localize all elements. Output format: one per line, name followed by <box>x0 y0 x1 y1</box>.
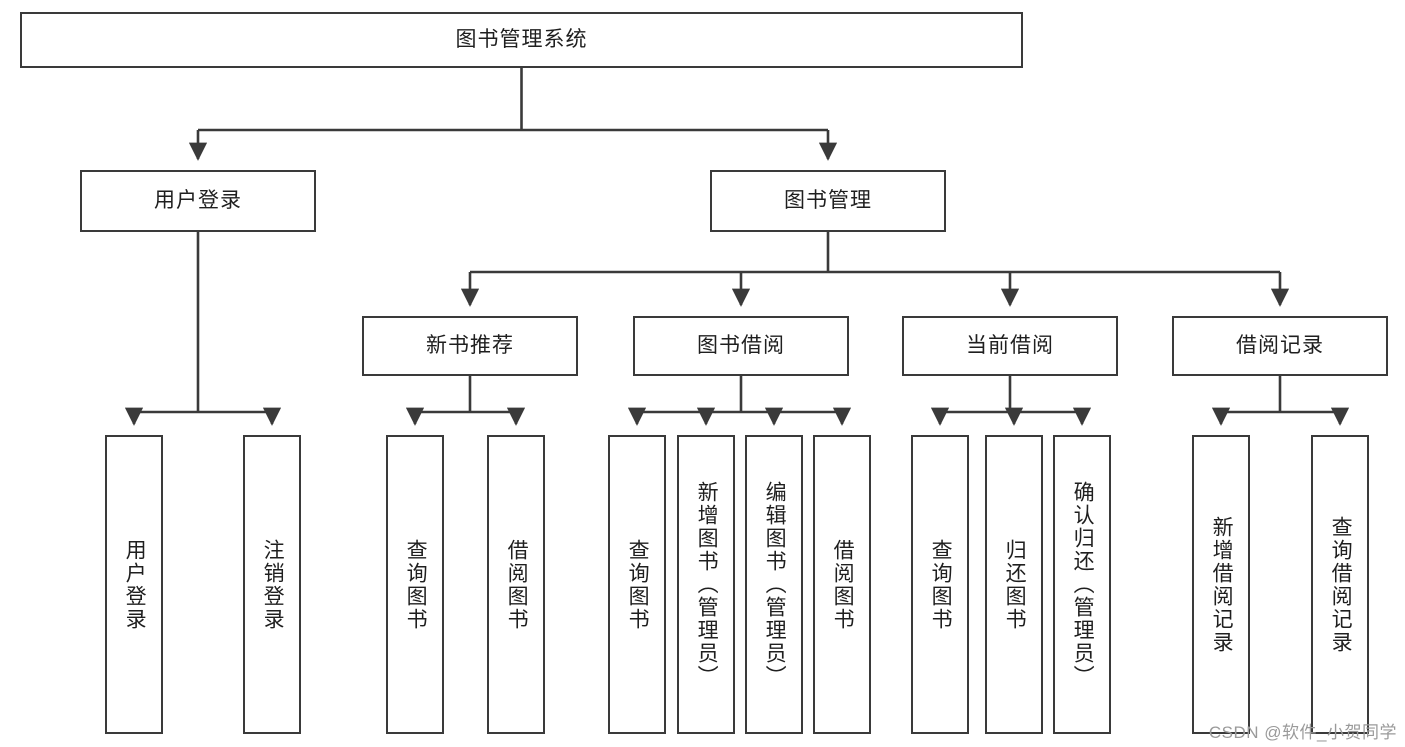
node-label: 当前借阅 <box>966 334 1054 358</box>
node-label: 图书借阅 <box>697 334 785 358</box>
node-leaf-cb-confirm[interactable]: 确认归还（管理员） <box>1053 435 1111 734</box>
node-label: 确认归还（管理员） <box>1071 481 1095 688</box>
node-root[interactable]: 图书管理系统 <box>20 12 1023 68</box>
watermark-text: CSDN @软件_小贺同学 <box>1208 723 1397 742</box>
node-label: 借阅图书 <box>831 538 855 631</box>
node-leaf-user-login[interactable]: 用户登录 <box>105 435 163 734</box>
node-label: 借阅记录 <box>1236 334 1324 358</box>
node-label: 归还图书 <box>1003 538 1027 631</box>
node-leaf-cb-return[interactable]: 归还图书 <box>985 435 1043 734</box>
node-book-borrow[interactable]: 图书借阅 <box>633 316 849 376</box>
node-new-book-recommend[interactable]: 新书推荐 <box>362 316 578 376</box>
node-label: 新增借阅记录 <box>1210 515 1234 654</box>
node-label: 查询图书 <box>404 538 428 631</box>
node-borrow-record[interactable]: 借阅记录 <box>1172 316 1388 376</box>
node-label: 注销登录 <box>261 538 285 631</box>
node-book-manage[interactable]: 图书管理 <box>710 170 946 232</box>
node-leaf-bb-borrow[interactable]: 借阅图书 <box>813 435 871 734</box>
node-label: 查询图书 <box>929 538 953 631</box>
node-leaf-br-query[interactable]: 查询借阅记录 <box>1311 435 1369 734</box>
node-leaf-bb-add[interactable]: 新增图书（管理员） <box>677 435 735 734</box>
node-label: 图书管理 <box>784 189 872 213</box>
node-leaf-bb-edit[interactable]: 编辑图书（管理员） <box>745 435 803 734</box>
node-label: 用户登录 <box>154 189 242 213</box>
node-leaf-cb-query[interactable]: 查询图书 <box>911 435 969 734</box>
node-label: 新增图书（管理员） <box>695 481 719 688</box>
node-label: 新书推荐 <box>426 334 514 358</box>
node-label: 用户登录 <box>123 538 147 631</box>
node-label: 图书管理系统 <box>455 28 588 52</box>
node-leaf-rec-borrow[interactable]: 借阅图书 <box>487 435 545 734</box>
node-leaf-br-add[interactable]: 新增借阅记录 <box>1192 435 1250 734</box>
node-label: 借阅图书 <box>505 538 529 631</box>
node-leaf-rec-query[interactable]: 查询图书 <box>386 435 444 734</box>
node-label: 查询借阅记录 <box>1329 515 1353 654</box>
node-leaf-logout[interactable]: 注销登录 <box>243 435 301 734</box>
node-leaf-bb-query[interactable]: 查询图书 <box>608 435 666 734</box>
node-label: 查询图书 <box>626 538 650 631</box>
node-label: 编辑图书（管理员） <box>763 481 787 688</box>
node-user-login[interactable]: 用户登录 <box>80 170 316 232</box>
node-current-borrow[interactable]: 当前借阅 <box>902 316 1118 376</box>
